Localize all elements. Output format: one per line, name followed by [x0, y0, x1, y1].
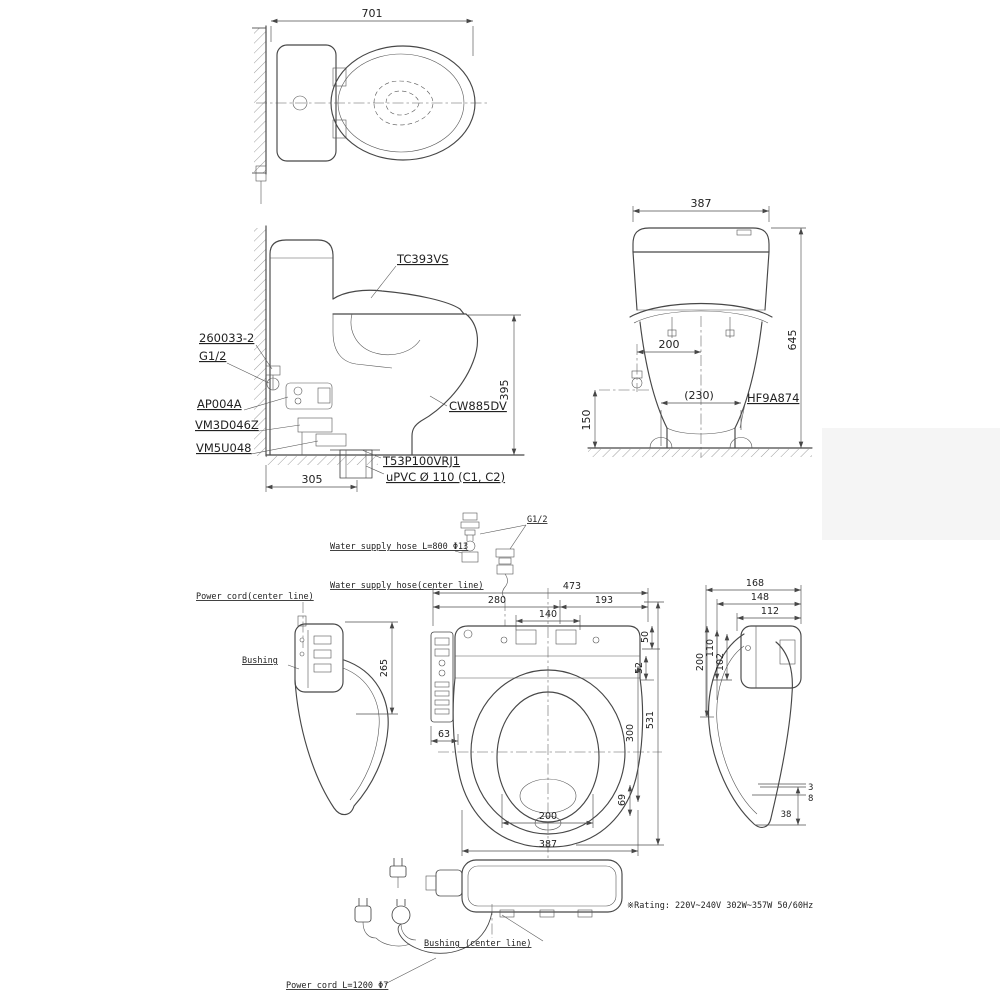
dim-701-group: 701	[270, 7, 474, 56]
dim-387-group: 387	[632, 197, 770, 222]
washlet-right-dims-bottom: 3 8 38	[752, 783, 813, 826]
tank-side-outline	[269, 239, 334, 456]
dim-193: 193	[595, 595, 613, 606]
dim-110: 110	[705, 639, 716, 657]
label-power-cord: Power cord L=1200 Φ7	[286, 981, 388, 991]
label-water-hose: Water supply hose L=800 Φ13	[330, 542, 468, 552]
side-view-labels: TC393VS 260033-2 G1/2 AP004A VM3D046Z VM…	[195, 252, 507, 484]
washlet-top-view: 473 280 193 140 50 52 300 69	[430, 581, 664, 858]
washlet-right-view: 168 148 112 200 110 102 3 8 38	[695, 578, 813, 828]
washlet-top-dims-bottom: 200 387 63	[430, 726, 639, 856]
dim-305-group: 305	[265, 465, 358, 492]
dim-531: 531	[645, 711, 656, 729]
bowl-side-outline	[411, 313, 479, 456]
washlet-side-view: Power cord(center line) Bushing 265	[196, 592, 398, 816]
dim-200-front-group: 200	[637, 338, 701, 355]
dim-148: 148	[751, 592, 769, 603]
washlet-bottom-view: Bushing (center line) Power cord L=1200 …	[286, 858, 813, 991]
washlet-right-dims-top: 168 148 112	[705, 578, 802, 716]
label-vm5u048: VM5U048	[196, 441, 251, 455]
label-260033-2: 260033-2	[199, 331, 254, 345]
dim-280: 280	[488, 595, 506, 606]
dim-230-group: (230)	[660, 389, 742, 446]
dim-200-front: 200	[659, 338, 680, 351]
dim-63: 63	[438, 729, 450, 740]
label-tc393vs: TC393VS	[396, 252, 449, 266]
dim-52: 52	[634, 662, 645, 674]
dim-395-group: 395	[468, 314, 521, 455]
floor-hatch	[588, 449, 812, 457]
washlet-lid-side	[294, 659, 389, 816]
dim-265-group: 265	[345, 621, 398, 715]
label-cw885dv: CW885DV	[449, 399, 507, 413]
dim-50: 50	[640, 631, 651, 643]
wall-hatch	[254, 228, 266, 456]
washlet-tank-top	[454, 625, 641, 679]
dim-168: 168	[746, 578, 764, 589]
dim-3: 3	[808, 783, 813, 793]
dim-150: 150	[580, 410, 593, 431]
dim-305: 305	[302, 473, 323, 486]
label-t53p100vrj1: T53P100VRJ1	[382, 454, 460, 468]
rating-note: ※Rating: 220V~240V 302W~357W 50/60Hz	[627, 901, 813, 911]
wall-hatch	[254, 28, 266, 173]
floor-hatch	[266, 456, 378, 465]
dim-112: 112	[761, 606, 779, 617]
power-plug-b	[391, 899, 417, 941]
dim-701: 701	[362, 7, 383, 20]
drain-pipe	[339, 449, 373, 479]
side-view: TC393VS 260033-2 G1/2 AP004A VM3D046Z VM…	[195, 225, 525, 492]
label-bushing-center: Bushing (center line)	[424, 939, 531, 949]
dim-69: 69	[617, 794, 628, 806]
dim-8: 8	[808, 794, 813, 804]
dim-473: 473	[563, 581, 581, 592]
label-hf9a874-group: HF9A874	[739, 391, 799, 429]
dim-387-washlet: 387	[539, 839, 557, 850]
label-upvc: uPVC Ø 110 (C1, C2)	[386, 470, 505, 484]
label-power-cord-center: Power cord(center line)	[196, 592, 314, 602]
label-hose-g12: G1/2	[527, 515, 547, 525]
washlet-pod-right	[740, 625, 802, 689]
washlet-top-dims-right: 50 52 300 69 531	[576, 601, 664, 846]
power-plug-a	[354, 898, 377, 939]
washlet-side-outline	[332, 289, 465, 315]
label-vm3d046z: VM3D046Z	[195, 418, 259, 432]
dim-200-right: 200	[695, 653, 706, 671]
bolt-cap-right	[729, 437, 753, 449]
dim-38: 38	[781, 810, 792, 820]
label-ap004a: AP004A	[197, 397, 242, 411]
control-panel	[430, 631, 454, 723]
dim-102: 102	[715, 653, 726, 671]
washlet-bottom-outline	[461, 859, 623, 913]
label-water-hose-center: Water supply hose(center line)	[330, 581, 484, 591]
bushing-part	[297, 615, 307, 627]
dim-645-group: 645	[771, 227, 806, 448]
dim-200-top: 200	[539, 811, 557, 822]
photo-shading	[822, 428, 1000, 540]
dim-395: 395	[498, 380, 511, 401]
dim-645: 645	[786, 330, 799, 351]
dim-265: 265	[379, 659, 390, 677]
power-cord-line	[397, 911, 493, 954]
plug-icon	[389, 858, 407, 888]
label-bushing: Bushing	[242, 656, 278, 666]
top-view: 701	[252, 7, 488, 204]
dim-387: 387	[691, 197, 712, 210]
front-view: 387 200 (230) 150 HF9A874 645	[580, 197, 813, 458]
tank-front-outline	[632, 227, 770, 253]
seat-front-edge	[629, 303, 773, 318]
washlet-pod-side	[294, 623, 344, 693]
dim-230: (230)	[684, 389, 714, 402]
hose-detail: G1/2 Water supply hose L=800 Φ13 Water s…	[330, 512, 547, 626]
label-g12: G1/2	[199, 349, 226, 363]
label-hf9a874: HF9A874	[747, 391, 799, 405]
dim-300: 300	[625, 724, 636, 742]
dim-150-group: 150	[580, 390, 598, 448]
washlet-right-dims-left: 200 110 102	[695, 626, 732, 718]
